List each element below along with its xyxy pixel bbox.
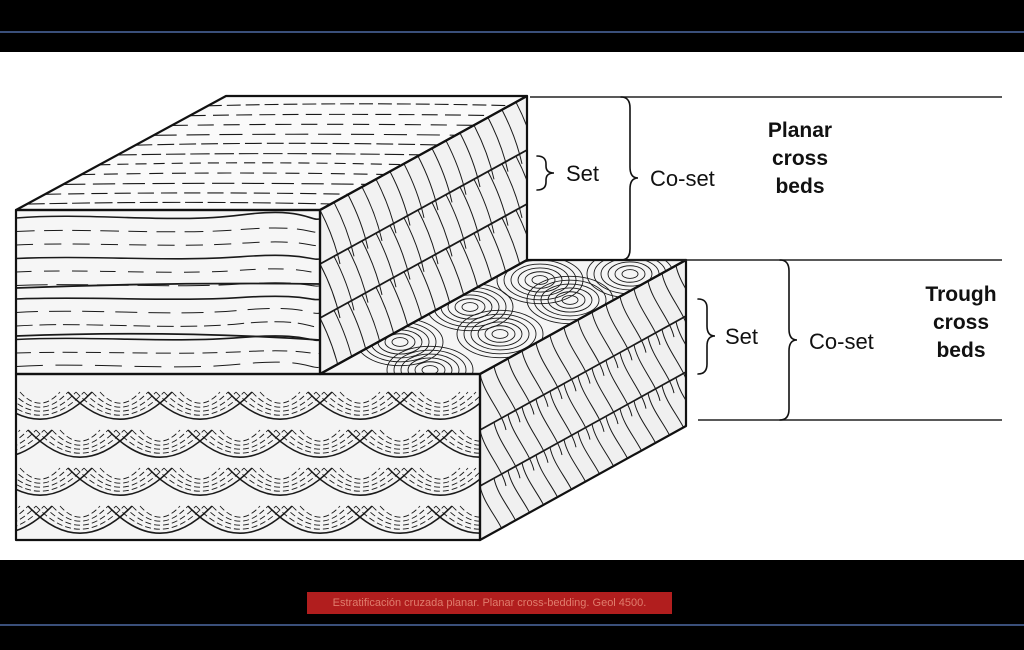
- planar-top-texture: [26, 103, 518, 205]
- block-faces: [16, 96, 686, 540]
- trough-set-brace: [697, 298, 716, 375]
- planar-coset-label: Co-set: [650, 166, 715, 191]
- trough-title-line-3: beds: [936, 339, 985, 362]
- planar-set-label: Set: [566, 161, 599, 186]
- trough-top-texture: [356, 260, 674, 374]
- frame-top-line: [0, 31, 1024, 33]
- planar-title-line-3: beds: [775, 175, 824, 198]
- frame-bottom-line: [0, 624, 1024, 626]
- reference-lines: [530, 96, 1002, 421]
- slide-caption: Estratificación cruzada planar. Planar c…: [307, 592, 672, 614]
- trough-front-texture: [16, 391, 480, 534]
- planar-labels: Set Co-set Planar cross beds: [566, 119, 832, 198]
- planar-coset-brace: [620, 96, 639, 261]
- planar-set-brace: [536, 155, 555, 191]
- slide-canvas: Set Co-set Planar cross beds Set Co-set …: [0, 52, 1024, 560]
- cross-bedding-block-diagram: Set Co-set Planar cross beds Set Co-set …: [14, 94, 1002, 542]
- trough-title-line-2: cross: [933, 311, 989, 334]
- trough-title-line-1: Trough: [925, 283, 996, 306]
- planar-title-line-2: cross: [772, 147, 828, 170]
- trough-set-label: Set: [725, 324, 758, 349]
- planar-title-line-1: Planar: [768, 119, 832, 142]
- trough-labels: Set Co-set Trough cross beds: [725, 283, 997, 362]
- trough-coset-brace: [779, 259, 798, 421]
- planar-front-texture: [16, 211, 320, 368]
- trough-coset-label: Co-set: [809, 329, 874, 354]
- braces: [536, 96, 798, 421]
